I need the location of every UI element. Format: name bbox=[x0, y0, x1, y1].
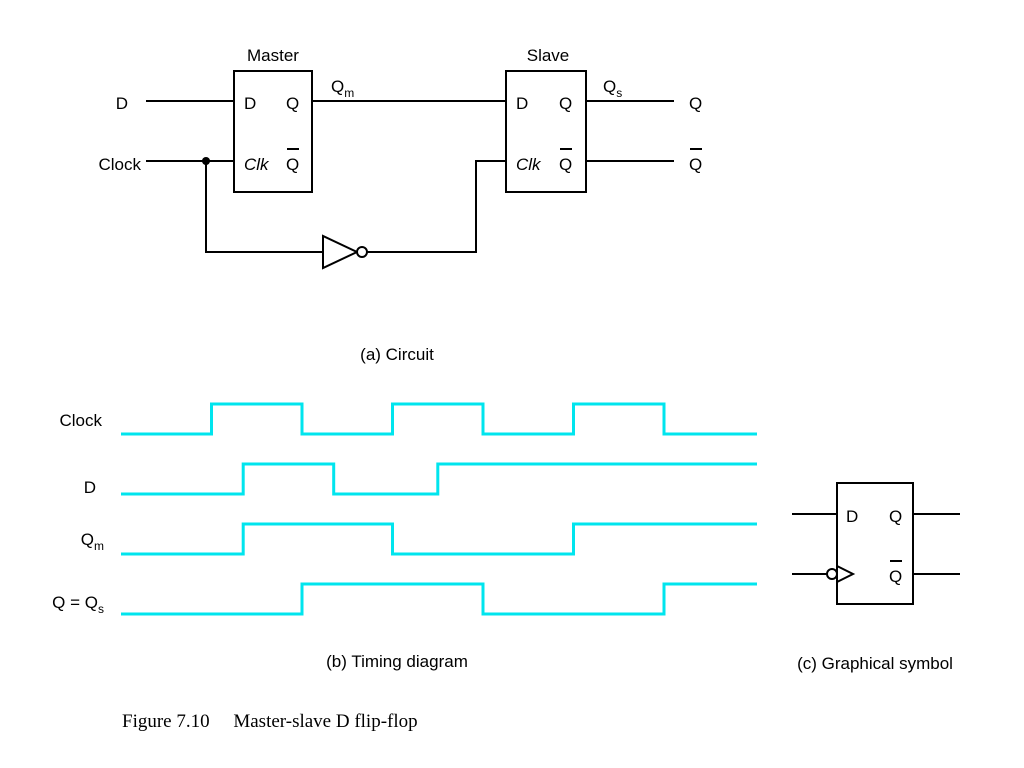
timing-label-qm: Qm bbox=[81, 530, 104, 553]
symbol-clk-triangle bbox=[836, 565, 856, 583]
figure-caption: Figure 7.10 Master-slave D flip-flop bbox=[122, 711, 418, 732]
slave-pin-d: D bbox=[516, 94, 528, 113]
master-pin-d: D bbox=[244, 94, 256, 113]
inverter-triangle bbox=[322, 234, 360, 270]
timing-caption: (b) Timing diagram bbox=[326, 652, 468, 671]
waveform-d bbox=[121, 462, 757, 496]
master-pin-qbar: Q bbox=[286, 155, 299, 174]
slave-pin-qbar: Q bbox=[559, 155, 572, 174]
input-clock-label: Clock bbox=[98, 155, 141, 174]
inverter-to-slave-clk-wire bbox=[367, 160, 506, 253]
slave-title: Slave bbox=[527, 46, 570, 65]
symbol-pin-d: D bbox=[846, 507, 858, 526]
graphical-symbol: D Q Q (c) Graphical symbol bbox=[792, 482, 960, 673]
waveform-qm bbox=[121, 522, 757, 556]
waveform-qs bbox=[121, 582, 757, 616]
symbol-pin-q: Q bbox=[889, 507, 902, 526]
symbol-pin-qbar: Q bbox=[889, 567, 902, 586]
input-d-label: D bbox=[116, 94, 128, 113]
timing-diagram: Clock D Qm Q = Qs (b) Timing diagram bbox=[52, 402, 757, 671]
timing-label-qs: Q = Qs bbox=[52, 593, 104, 616]
circuit-caption: (a) Circuit bbox=[360, 345, 434, 364]
symbol-box bbox=[836, 482, 914, 605]
clock-to-inverter-wire bbox=[205, 161, 323, 253]
slave-flipflop-box bbox=[505, 70, 587, 193]
waveform-clock bbox=[121, 402, 757, 436]
inverter-bubble bbox=[356, 246, 368, 258]
timing-label-clock: Clock bbox=[59, 411, 102, 430]
qs-label: Qs bbox=[603, 77, 622, 100]
master-pin-clk: Clk bbox=[244, 155, 270, 174]
output-q-label: Q bbox=[689, 94, 702, 113]
symbol-clk-bubble bbox=[826, 568, 838, 580]
master-pin-q: Q bbox=[286, 94, 299, 113]
circuit: Master D Q Clk Q Slave D Q Clk Q D Clock… bbox=[98, 46, 702, 364]
timing-label-d: D bbox=[84, 478, 96, 497]
slave-pin-q: Q bbox=[559, 94, 572, 113]
symbol-caption: (c) Graphical symbol bbox=[797, 654, 953, 673]
master-title: Master bbox=[247, 46, 299, 65]
qm-label: Qm bbox=[331, 77, 354, 100]
output-qbar-label: Q bbox=[689, 155, 702, 174]
master-flipflop-box bbox=[233, 70, 313, 193]
slave-pin-clk: Clk bbox=[516, 155, 542, 174]
